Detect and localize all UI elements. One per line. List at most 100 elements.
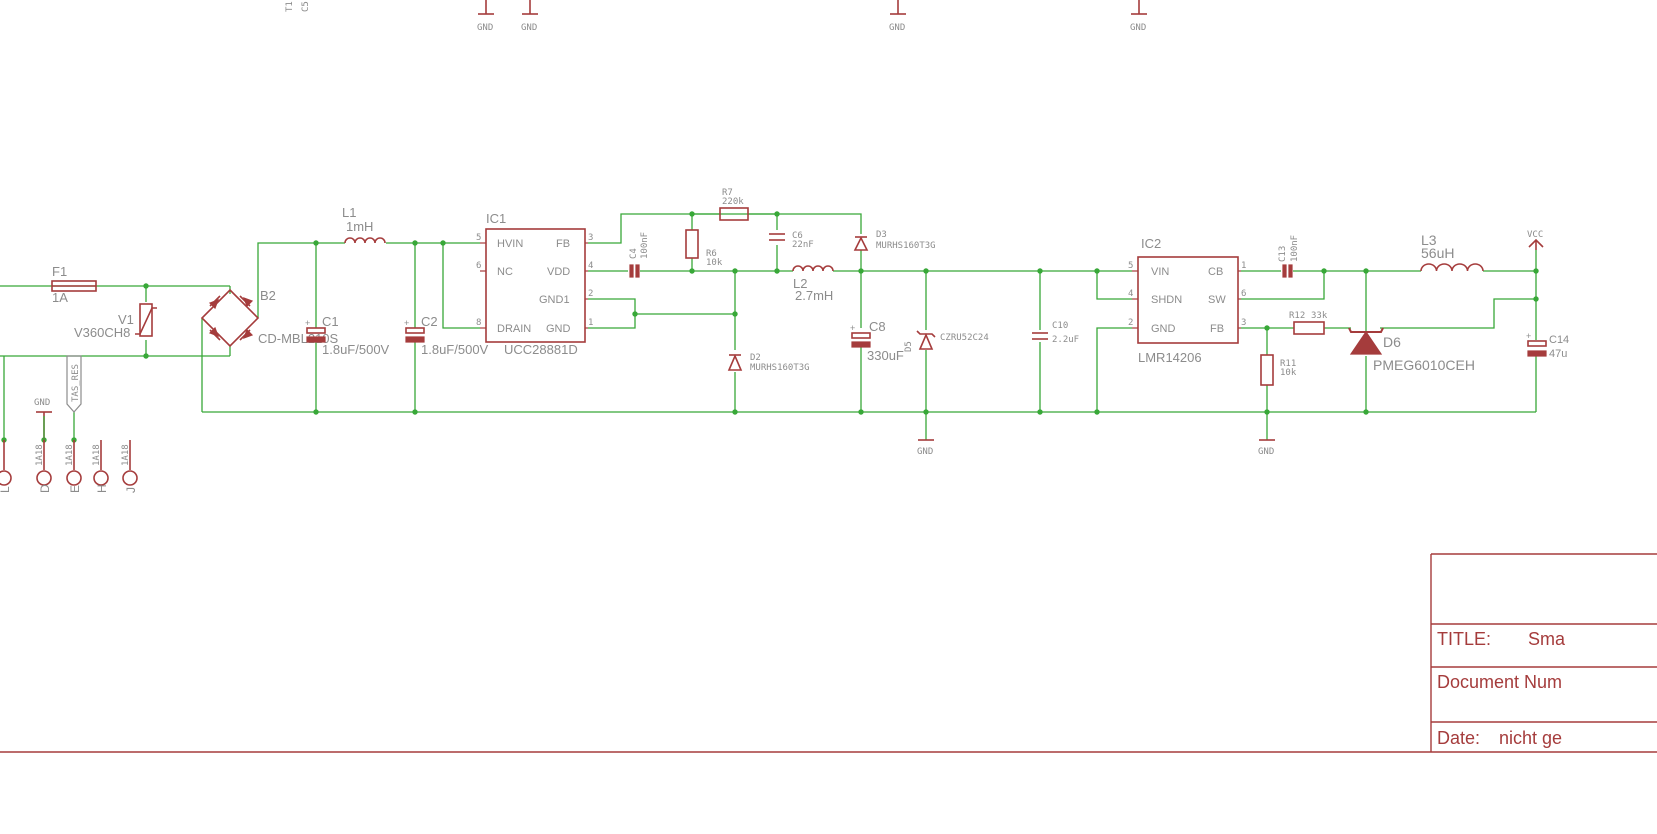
ic2-pin-vin: VIN (1151, 266, 1169, 278)
inductor-l2[interactable]: L2 2.7mH (792, 265, 834, 303)
docnum-label: Document Num (1437, 672, 1562, 692)
conn-letter-d: D (38, 484, 52, 493)
ic1-pin-vdd: VDD (547, 266, 570, 278)
conn-label-4: 1A18 (121, 444, 131, 466)
r6-value: 10k (706, 258, 723, 268)
l3-name: L3 (1421, 232, 1437, 248)
c2-name: C2 (421, 314, 438, 329)
resistor-r11[interactable]: R11 10k (1260, 354, 1297, 386)
c2-value: 1.8uF/500V (421, 342, 489, 357)
ic1-pinnum-6: 6 (476, 261, 481, 271)
l2-value: 2.7mH (795, 288, 833, 303)
ic2-pinnum-2: 2 (1128, 318, 1133, 328)
ic1-pinnum-8: 8 (476, 318, 481, 328)
title-value: Sma (1528, 629, 1566, 649)
c6-value: 22nF (792, 240, 814, 250)
wires (0, 213, 1537, 440)
ic1-pin-hvin: HVIN (497, 238, 523, 250)
c10-value: 2.2uF (1052, 335, 1079, 345)
inductor-l1[interactable]: L1 1mH (342, 205, 386, 244)
top-gnd-symbols (478, 0, 1147, 15)
capacitor-c4[interactable]: C4 100nF (629, 232, 650, 278)
d2-name: D2 (750, 353, 761, 363)
ic1-pin-nc: NC (497, 266, 513, 278)
top-gnd-label-4: GND (1130, 23, 1146, 33)
c1-name: C1 (322, 314, 339, 329)
resistor-r7[interactable]: R7 220k (719, 188, 749, 221)
resistor-r12[interactable]: R12 33k (1289, 311, 1328, 335)
gnd-label-d5: GND (917, 447, 933, 457)
capacitor-c8[interactable]: + C8 330uF (850, 319, 904, 363)
ic2-pinnum-1: 1 (1241, 261, 1246, 271)
ic2-pin-cb: CB (1208, 266, 1223, 278)
ic2-value: LMR14206 (1138, 350, 1202, 365)
ic2-pin-fb: FB (1210, 323, 1224, 335)
ic2-pin-shdn: SHDN (1151, 294, 1182, 306)
c1-value: 1.8uF/500V (322, 342, 390, 357)
c8-value: 330uF (867, 348, 904, 363)
d3-name: D3 (876, 230, 887, 240)
capacitor-c6[interactable]: C6 22nF (769, 231, 814, 250)
c4-value: 100nF (640, 232, 650, 259)
c10-name: C10 (1052, 321, 1068, 331)
diode-d3[interactable]: D3 MURHS160T3G (853, 230, 936, 251)
conn-label-2: 1A18 (65, 444, 75, 466)
d5-value: CZRU52C24 (940, 333, 989, 343)
ic2-pinnum-4: 4 (1128, 289, 1133, 299)
c14-value: 47u (1549, 348, 1567, 360)
v1-value: V360CH8 (74, 325, 130, 340)
l3-value: 56uH (1421, 245, 1454, 261)
ic2-pin-gnd: GND (1151, 323, 1176, 335)
r7-name: R7 (722, 188, 733, 198)
capacitor-c1[interactable]: + C1 1.8uF/500V (305, 314, 390, 357)
ic2-lmr14206[interactable]: IC2 LMR14206 VIN SHDN GND CB SW FB 5 4 2… (1128, 236, 1246, 365)
d6-value: PMEG6010CEH (1373, 357, 1475, 373)
ic1-pinnum-1: 1 (588, 318, 593, 328)
ic1-pin-gnd: GND (546, 323, 571, 335)
date-value: nicht ge (1499, 728, 1562, 748)
title-label: TITLE: (1437, 629, 1491, 649)
r11-name: R11 (1280, 359, 1296, 369)
d3-value: MURHS160T3G (876, 241, 936, 251)
conn-label-1: 1A18 (35, 444, 45, 466)
diode-d6[interactable]: D6 PMEG6010CEH (1348, 327, 1475, 373)
r6-name: R6 (706, 249, 717, 259)
top-gnd-label-2: GND (521, 23, 537, 33)
resistor-r6[interactable]: R6 10k (685, 229, 723, 268)
f1-value: 1A (52, 290, 68, 305)
fuse-f1[interactable]: F1 1A (51, 264, 97, 305)
svg-text:+: + (1526, 331, 1531, 341)
connector-pads: 1A18 1A18 1A18 1A18 L D E H J (0, 440, 138, 493)
top-fragment-label-1: T1 (285, 1, 295, 12)
capacitor-c10[interactable]: C10 2.2uF (1032, 321, 1079, 345)
c14-name: C14 (1549, 334, 1569, 346)
r12-name: R12 (1289, 311, 1305, 321)
diode-d2[interactable]: D2 MURHS160T3G (727, 353, 810, 373)
ic1-ucc28881d[interactable]: IC1 UCC28881D HVIN NC DRAIN FB VDD GND1 … (476, 211, 593, 357)
ic1-pinnum-3: 3 (588, 233, 593, 243)
title-block: TITLE: Sma Document Num Date: nicht ge (1430, 553, 1657, 752)
capacitor-c14[interactable]: + C14 47u (1526, 331, 1569, 360)
c13-name: C13 (1278, 246, 1288, 262)
c4-name: C4 (629, 248, 639, 259)
gnd-symbols: GND GND GND (34, 398, 1275, 457)
conn-letter-e: E (68, 485, 82, 493)
d2-value: MURHS160T3G (750, 363, 810, 373)
l1-name: L1 (342, 205, 356, 220)
ic2-pin-sw: SW (1208, 294, 1226, 306)
capacitor-c13[interactable]: C13 100nF (1278, 235, 1300, 278)
c8-name: C8 (869, 319, 886, 334)
inductor-l3[interactable]: L3 56uH (1420, 232, 1484, 272)
svg-text:D5: D5 (904, 341, 914, 352)
l1-value: 1mH (346, 219, 373, 234)
zener-d5[interactable]: D5 CZRU52C24 (904, 330, 989, 352)
top-fragment: T1 C5 GND GND GND GND (285, 0, 1147, 33)
conn-label-3: 1A18 (92, 444, 102, 466)
r11-value: 10k (1280, 368, 1297, 378)
top-gnd-label-1: GND (477, 23, 493, 33)
conn-letter-j: J (124, 487, 138, 493)
capacitor-c2[interactable]: + C2 1.8uF/500V (404, 314, 489, 357)
ic1-value: UCC28881D (504, 342, 578, 357)
varistor-v1[interactable]: V1 V360CH8 (74, 303, 157, 340)
